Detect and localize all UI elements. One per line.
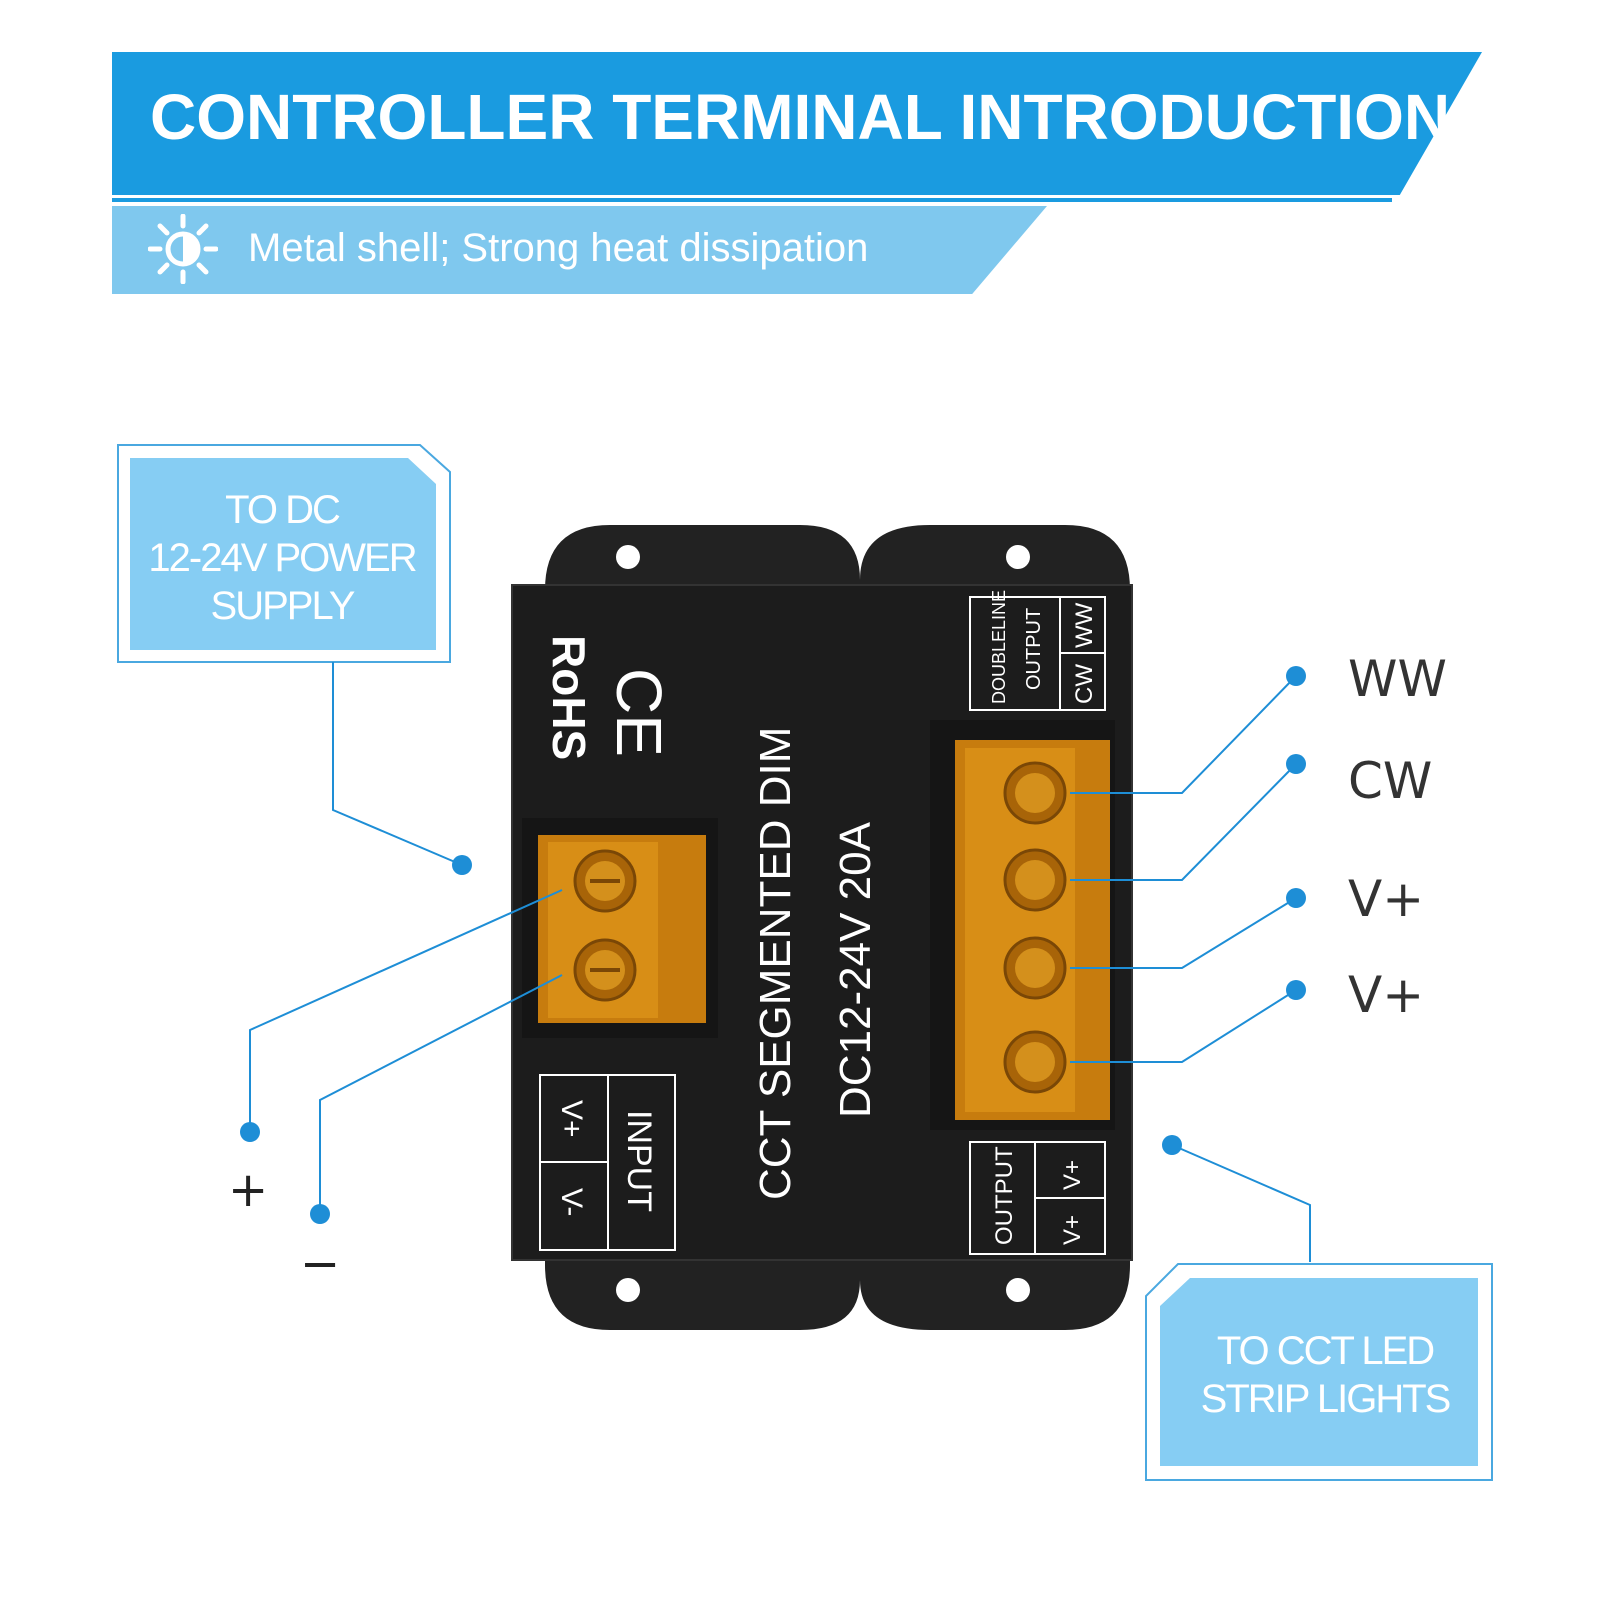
doubleline-cell-cw: CW: [1071, 664, 1098, 704]
sun-icon: [148, 214, 218, 284]
polarity-minus: −: [300, 1236, 341, 1292]
output-terminal-block: [930, 720, 1115, 1130]
input-label-panel: INPUT V+ V-: [539, 1074, 676, 1251]
doubleline-title-2: OUTPUT: [1023, 608, 1045, 690]
output-callout-line-1: TO CCT LED: [1216, 1329, 1435, 1373]
wire-label-v-plus-1: V+: [1348, 870, 1425, 928]
title-banner: [112, 52, 1482, 195]
doubleline-cell-ww: WW: [1071, 602, 1098, 648]
input-callout-line-2: 12-24V POWER: [148, 536, 417, 580]
ce-mark: CE: [603, 668, 675, 757]
polarity-plus: +: [228, 1162, 269, 1218]
wire-label-ww: WW: [1348, 650, 1447, 708]
page-subtitle: Metal shell; Strong heat dissipation: [248, 226, 869, 270]
connector-lines: [249, 662, 1311, 1262]
input-callout-line-3: SUPPLY: [210, 584, 356, 628]
doubleline-output-panel: DOUBLELINE OUTPUT CW WW: [969, 590, 1106, 711]
input-panel-title: INPUT: [620, 1110, 658, 1212]
title-underline: [112, 198, 1392, 202]
input-callout-frame: [117, 444, 451, 663]
bottom-output-title: OUTPUT: [991, 1146, 1018, 1245]
connector-dots: [240, 666, 1306, 1224]
bottom-output-panel: OUTPUT V+ V+: [969, 1141, 1106, 1255]
wire-label-cw: CW: [1348, 752, 1433, 810]
device-main-label-2: DC12-24V 20A: [831, 821, 880, 1118]
output-callout: TO CCT LED STRIP LIGHTS: [1175, 1310, 1475, 1440]
output-callout-frame: [1145, 1263, 1493, 1481]
input-callout-line-1: TO DC: [225, 488, 341, 532]
bottom-output-cell-2: V+: [1059, 1215, 1086, 1245]
input-panel-cell-plus: V+: [555, 1100, 588, 1138]
input-terminal-block: [522, 818, 718, 1038]
subtitle-banner: [112, 206, 1047, 294]
output-callout-line-2: STRIP LIGHTS: [1200, 1377, 1452, 1421]
doubleline-title-1: DOUBLELINE: [989, 590, 1009, 704]
wire-label-v-plus-2: V+: [1348, 966, 1425, 1024]
input-callout: TO DC 12-24V POWER SUPPLY: [132, 478, 432, 638]
input-panel-cell-minus: V-: [555, 1188, 588, 1216]
bottom-output-cell-1: V+: [1059, 1160, 1086, 1190]
page-title: CONTROLLER TERMINAL INTRODUCTION: [150, 81, 1451, 153]
device-main-label-1: CCT SEGMENTED DIM: [751, 727, 800, 1200]
rohs-mark: RoHS: [543, 635, 595, 760]
